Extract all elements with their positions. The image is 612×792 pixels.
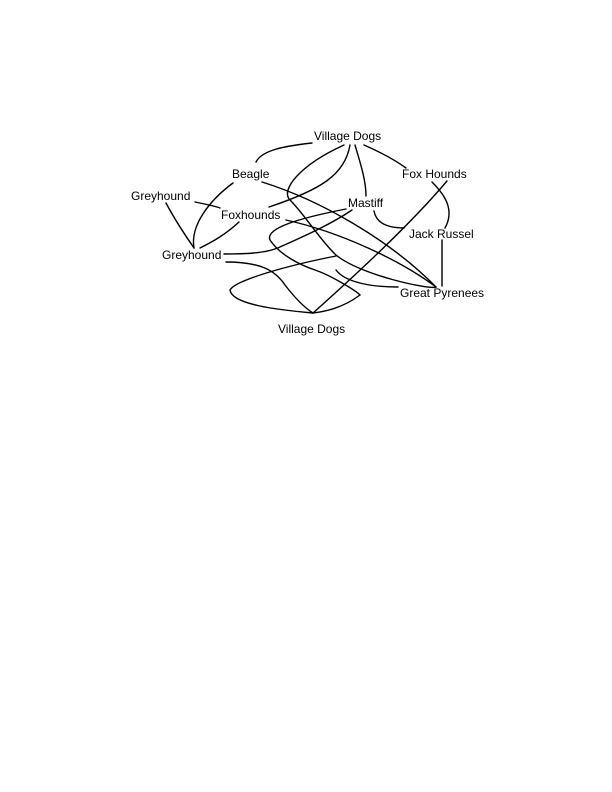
edge-villagedogs-foxhounds-right bbox=[363, 144, 407, 169]
edge-fox-hounds-jackrussel bbox=[431, 181, 450, 229]
node-mastiff: Mastiff bbox=[348, 196, 384, 210]
node-jack-russel: Jack Russel bbox=[409, 227, 474, 241]
edge-foxhounds-great-pyrenees bbox=[285, 219, 437, 288]
node-village-dogs-bottom: Village Dogs bbox=[278, 322, 345, 336]
edge-villagedogs-mastiff bbox=[354, 144, 367, 197]
label-group: Village Dogs Beagle Fox Hounds Greyhound… bbox=[131, 129, 484, 336]
edge-villagedogs-beagle bbox=[255, 142, 313, 163]
edge-greyhound-lower-village-dogs-bottom bbox=[225, 261, 314, 314]
edge-greyhound-upper-foxhounds bbox=[194, 201, 221, 209]
edge-beagle-greyhound-lower bbox=[192, 182, 234, 249]
edge-beagle-great-pyrenees bbox=[261, 181, 437, 288]
edge-foxhounds-greyhound-lower bbox=[199, 221, 240, 249]
edge-mastiff-jackrussel bbox=[373, 210, 405, 229]
edge-greyhound-lower-loop bbox=[229, 255, 337, 314]
edge-fox-hounds-village-dogs-bottom bbox=[312, 180, 448, 314]
edge-villagedogs-foxhounds-mid bbox=[268, 144, 351, 208]
edge-greyhound-upper-greyhound-lower bbox=[165, 202, 195, 249]
node-greyhound-upper: Greyhound bbox=[131, 189, 190, 203]
edge-group bbox=[165, 142, 450, 314]
node-great-pyrenees: Great Pyrenees bbox=[400, 286, 484, 300]
node-village-dogs-top: Village Dogs bbox=[314, 129, 381, 143]
edge-mastiff-loop bbox=[268, 208, 362, 314]
node-greyhound-lower: Greyhound bbox=[162, 248, 221, 262]
node-foxhounds: Foxhounds bbox=[221, 208, 280, 222]
edge-great-pyrenees-loop bbox=[335, 269, 399, 288]
node-fox-hounds: Fox Hounds bbox=[402, 167, 467, 181]
edge-mastiff-greyhound-lower bbox=[223, 209, 353, 255]
node-beagle: Beagle bbox=[232, 167, 270, 181]
